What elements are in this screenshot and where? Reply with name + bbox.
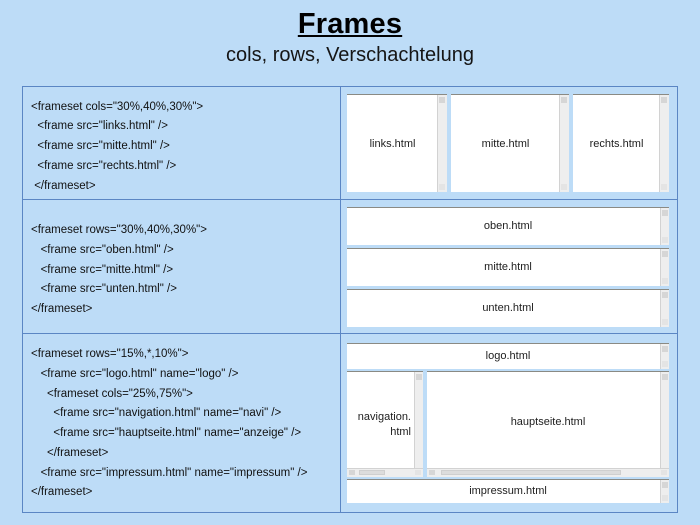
table-row: <frameset cols="30%,40%,30%"> <frame src… <box>23 87 677 200</box>
table-row: <frameset rows="30%,40%,30%"> <frame src… <box>23 200 677 334</box>
horizontal-scrollbar[interactable] <box>427 468 669 477</box>
frame-pane-logo: logo.html <box>347 343 669 369</box>
frame-pane-links: links.html <box>347 94 447 192</box>
code-line: <frame src="links.html" /> <box>31 120 168 133</box>
vertical-scrollbar[interactable] <box>660 207 669 245</box>
code-line: <frame src="impressum.html" name="impres… <box>31 466 308 479</box>
code-line: </frameset> <box>31 179 96 192</box>
browser-preview-rows: oben.html mitte.html unten.html <box>347 206 669 327</box>
frame-pane-oben: oben.html <box>347 206 669 245</box>
vertical-scrollbar[interactable] <box>660 248 669 286</box>
scrollbar-thumb[interactable] <box>441 470 621 475</box>
code-line: <frame src="oben.html" /> <box>31 243 174 256</box>
slide-header: Frames cols, rows, Verschachtelung <box>0 0 700 67</box>
vertical-scrollbar[interactable] <box>659 95 669 192</box>
browser-preview-cols: links.html mitte.html rechts.html <box>347 94 669 192</box>
code-line: <frameset rows="30%,40%,30%"> <box>31 224 207 237</box>
scrollbar-thumb[interactable] <box>359 470 385 475</box>
code-line: <frame src="rechts.html" /> <box>31 159 177 172</box>
vertical-scrollbar[interactable] <box>660 372 669 477</box>
code-line: </frameset> <box>31 303 93 316</box>
page-title: Frames <box>297 8 403 40</box>
frame-label: logo.html <box>485 350 531 363</box>
vertical-scrollbar[interactable] <box>414 372 423 477</box>
frame-label: links.html <box>369 137 416 150</box>
code-cell-nested: <frameset rows="15%,*,10%"> <frame src="… <box>23 334 341 512</box>
code-cell-cols: <frameset cols="30%,40%,30%"> <frame src… <box>23 87 341 199</box>
nested-frameset-cols: navigation. html hauptseite.html <box>347 371 669 477</box>
frame-label: impressum.html <box>469 485 547 498</box>
frame-label: unten.html <box>482 302 534 314</box>
vertical-scrollbar[interactable] <box>660 289 669 327</box>
page-subtitle: cols, rows, Verschachtelung <box>226 44 474 67</box>
code-line: <frameset cols="30%,40%,30%"> <box>31 100 204 113</box>
horizontal-scrollbar[interactable] <box>347 468 423 477</box>
browser-preview-nested: logo.html navigation. html hauptseite.ht… <box>347 343 669 503</box>
code-line: <frame src="mitte.html" /> <box>31 263 174 276</box>
frame-pane-hauptseite: hauptseite.html <box>427 371 669 477</box>
code-line: </frameset> <box>31 486 93 499</box>
frames-examples-table: <frameset cols="30%,40%,30%"> <frame src… <box>22 86 678 513</box>
preview-cell-cols: links.html mitte.html rechts.html <box>341 87 677 199</box>
table-row: <frameset rows="15%,*,10%"> <frame src="… <box>23 334 677 512</box>
frame-pane-mitte: mitte.html <box>451 94 569 192</box>
frame-pane-navigation: navigation. html <box>347 371 423 477</box>
frame-label: mitte.html <box>484 261 532 273</box>
frame-divider <box>447 94 451 192</box>
code-line: <frame src="unten.html" /> <box>31 283 177 296</box>
vertical-scrollbar[interactable] <box>660 344 669 369</box>
vertical-scrollbar[interactable] <box>437 95 447 192</box>
vertical-scrollbar[interactable] <box>660 480 669 503</box>
frame-pane-unten: unten.html <box>347 288 669 327</box>
frame-label: navigation. html <box>357 410 411 438</box>
code-line: <frameset cols="25%,75%"> <box>31 387 193 400</box>
frame-label: hauptseite.html <box>510 416 586 429</box>
frame-label: mitte.html <box>481 137 530 150</box>
frame-divider <box>347 285 669 289</box>
frame-divider <box>347 244 669 248</box>
code-line: <frame src="hauptseite.html" name="anzei… <box>31 427 302 440</box>
code-cell-rows: <frameset rows="30%,40%,30%"> <frame src… <box>23 200 341 333</box>
code-line: <frameset rows="15%,*,10%"> <box>31 348 189 360</box>
preview-cell-rows: oben.html mitte.html unten.html <box>341 200 677 333</box>
frame-label: oben.html <box>483 220 533 232</box>
code-line: <frame src="mitte.html" /> <box>31 140 170 153</box>
vertical-scrollbar[interactable] <box>559 95 569 192</box>
code-line: <frame src="navigation.html" name="navi"… <box>31 407 282 420</box>
code-line: <frame src="logo.html" name="logo" /> <box>31 367 239 380</box>
code-line: </frameset> <box>31 446 109 459</box>
frame-divider <box>569 94 573 192</box>
frame-label: rechts.html <box>589 137 644 150</box>
frame-pane-impressum: impressum.html <box>347 479 669 503</box>
frame-pane-mitte: mitte.html <box>347 247 669 286</box>
preview-cell-nested: logo.html navigation. html hauptseite.ht… <box>341 334 677 512</box>
frame-pane-rechts: rechts.html <box>573 94 669 192</box>
